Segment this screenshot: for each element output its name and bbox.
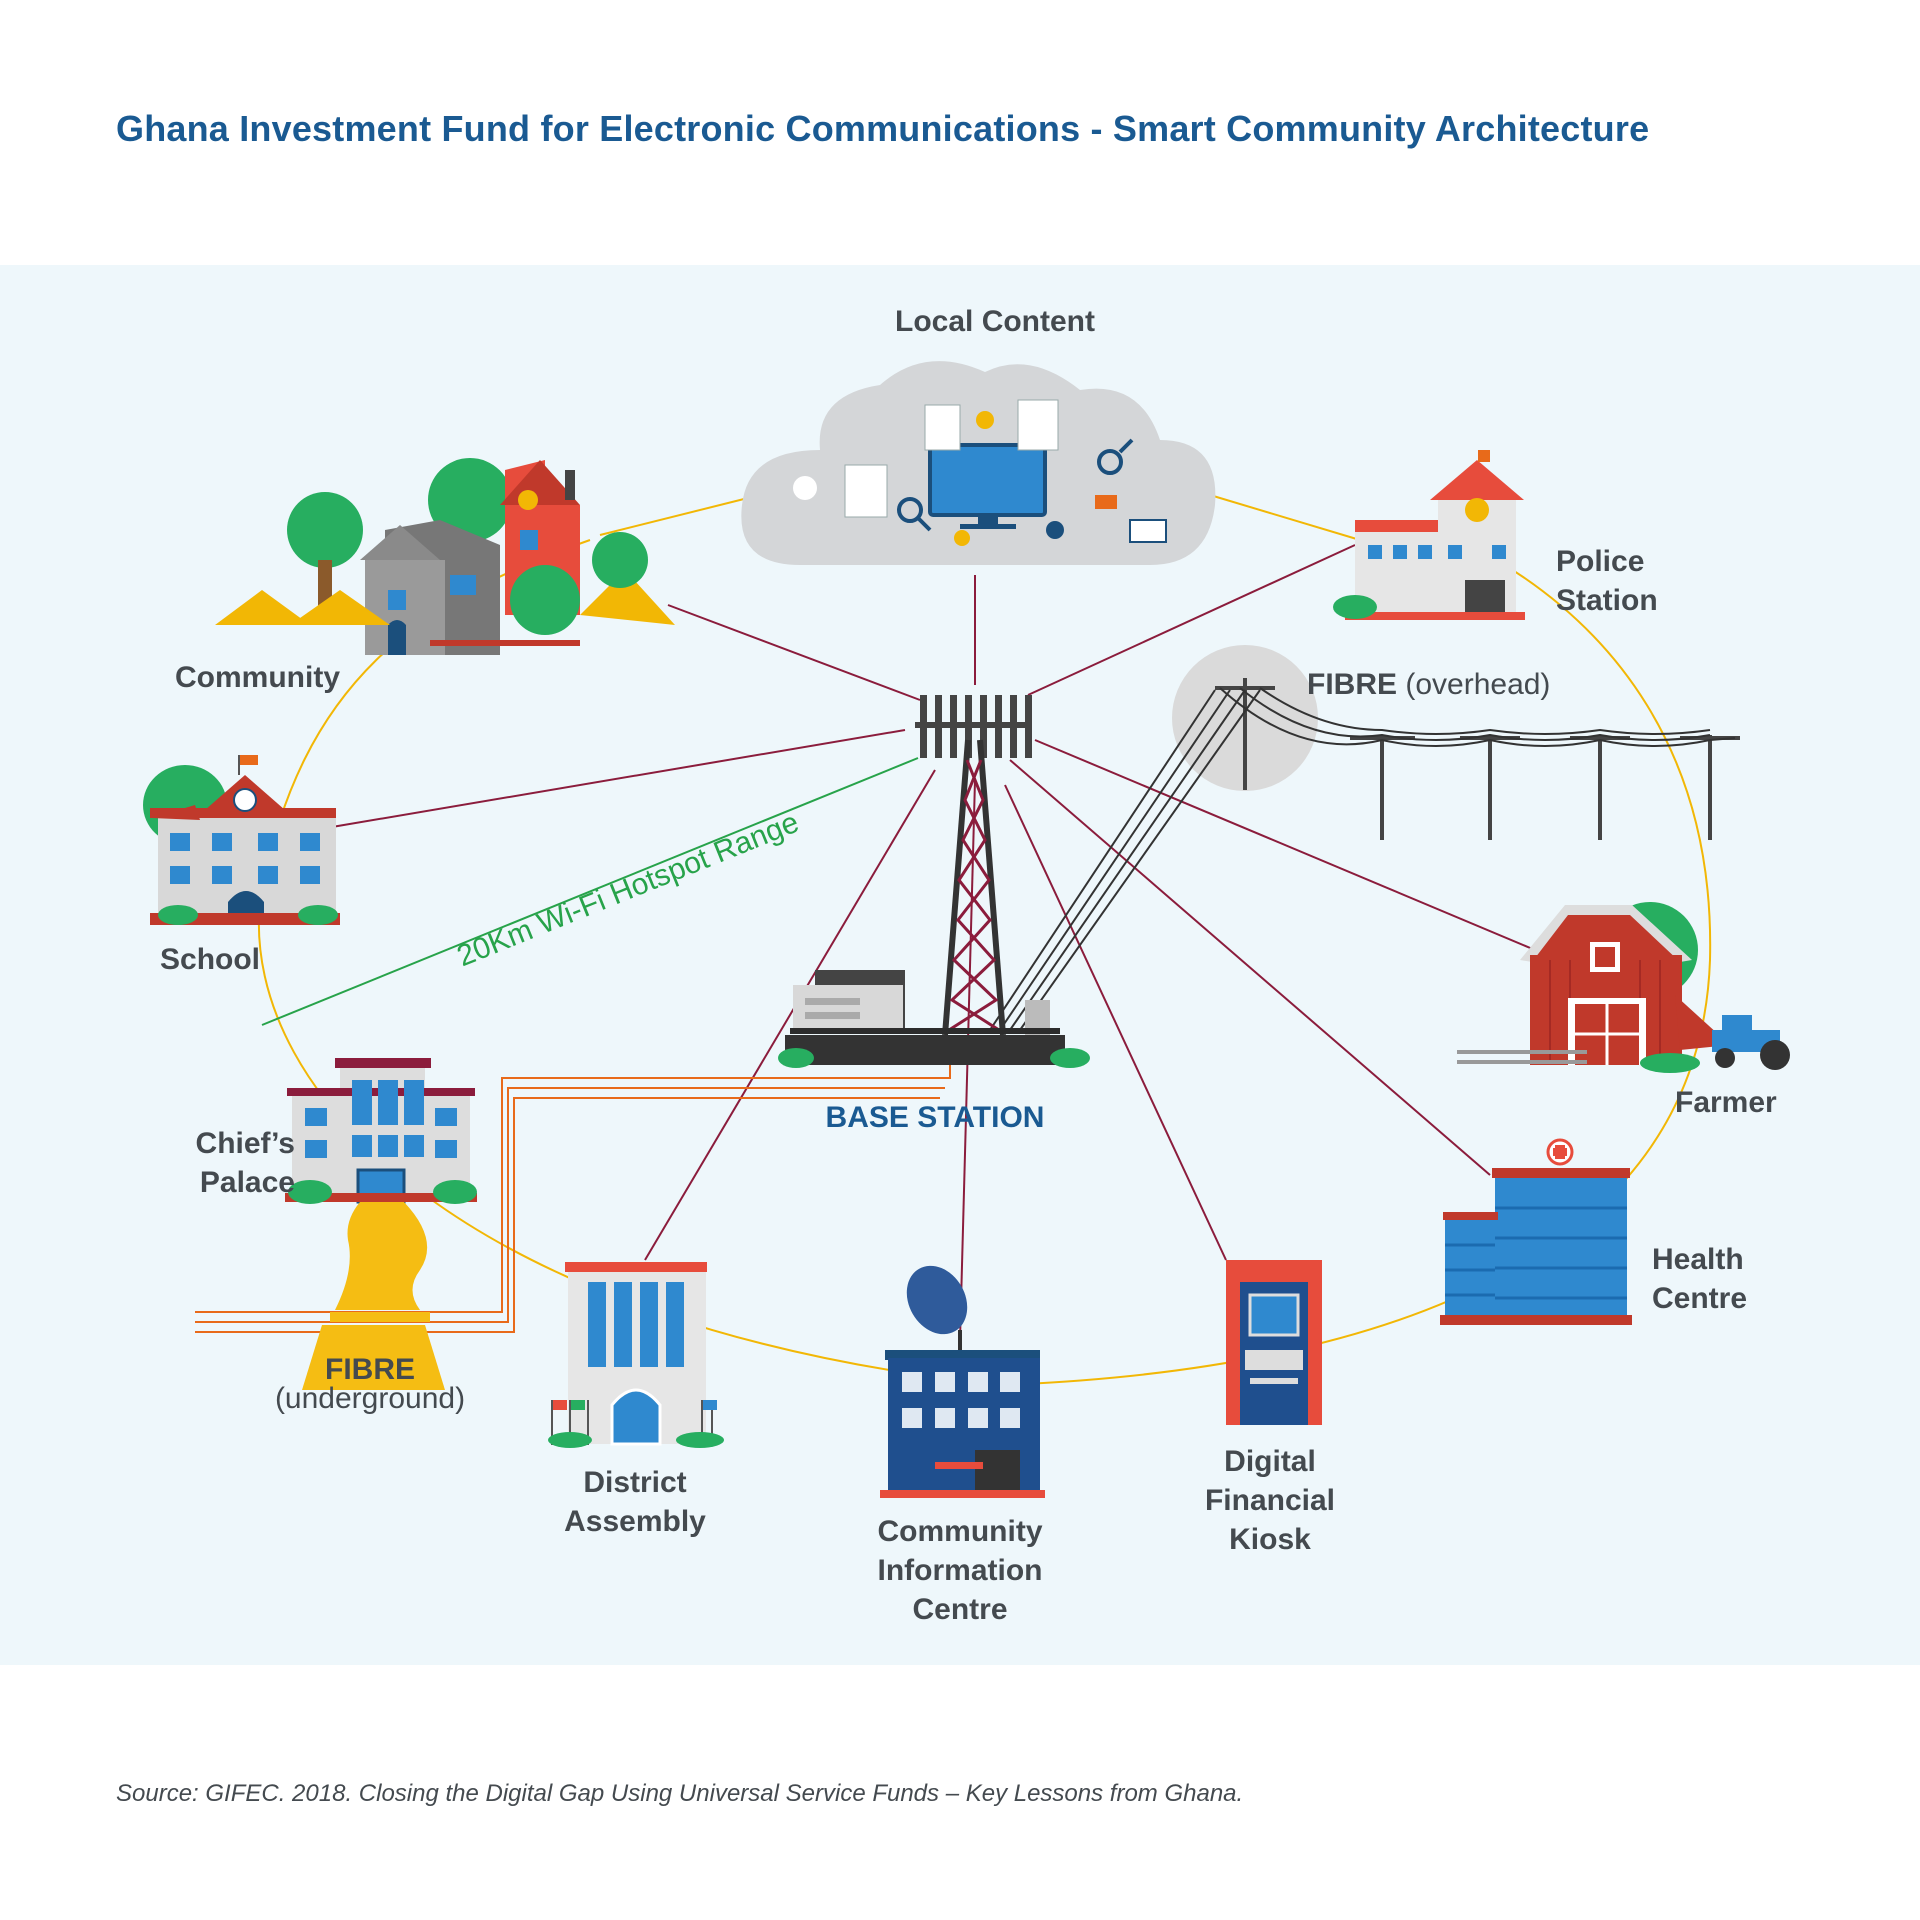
- label-chiefs-palace-line2: Palace: [199, 1166, 295, 1199]
- label-fibre-overhead-sub: (overhead): [1405, 668, 1551, 701]
- school-icon: [143, 755, 340, 925]
- label-district-assembly-line1: District: [583, 1466, 687, 1499]
- digital-financial-kiosk-icon: [1226, 1260, 1322, 1425]
- label-chiefs-palace-line1: Chief’s: [195, 1127, 295, 1160]
- label-police-station-line1: Police: [1556, 545, 1645, 578]
- label-kiosk-line3: Kiosk: [1229, 1523, 1311, 1556]
- fibre-underground-icon: [302, 1312, 445, 1390]
- police-station-icon: [1333, 450, 1525, 620]
- label-cic-line2: Information: [877, 1554, 1043, 1587]
- page-title: Ghana Investment Fund for Electronic Com…: [116, 108, 1650, 149]
- label-health-centre-line2: Centre: [1652, 1282, 1748, 1315]
- label-school: School: [160, 943, 261, 976]
- magnifier-icon: [1097, 449, 1123, 475]
- fibre-overhead-graphic: [989, 645, 1740, 1031]
- label-police-station: Police Station: [1556, 542, 1736, 620]
- wifi-range-line: [261, 757, 919, 1026]
- label-kiosk-line1: Digital: [1224, 1445, 1316, 1478]
- label-chiefs-palace: Chief’s Palace: [150, 1124, 295, 1202]
- label-fibre-overhead: FIBRE (overhead): [1307, 665, 1627, 704]
- source-citation: Source: GIFEC. 2018. Closing the Digital…: [116, 1780, 1244, 1807]
- community-icon: [215, 458, 675, 655]
- label-fibre-overhead-main: FIBRE: [1307, 668, 1397, 701]
- label-fibre-underground-main: FIBRE: [325, 1353, 415, 1386]
- label-base-station: BASE STATION: [825, 1101, 1045, 1134]
- document-icon: [844, 464, 888, 518]
- label-health-centre-line1: Health: [1652, 1243, 1744, 1276]
- cloud-icon: [741, 361, 1216, 565]
- district-assembly-icon: [548, 1262, 724, 1448]
- label-district-assembly-line2: Assembly: [564, 1505, 706, 1538]
- health-centre-icon: [1440, 1138, 1632, 1325]
- label-cic-line3: Centre: [912, 1593, 1008, 1626]
- label-digital-financial-kiosk: Digital Financial Kiosk: [1160, 1442, 1380, 1559]
- label-community-information-centre: Community Information Centre: [840, 1512, 1080, 1629]
- label-kiosk-line2: Financial: [1204, 1484, 1336, 1517]
- megaphone-icon: [1095, 495, 1117, 509]
- label-district-assembly: District Assembly: [520, 1463, 750, 1541]
- community-information-centre-icon: [880, 1265, 1045, 1498]
- gear-icon: [1046, 521, 1064, 539]
- monitor-icon: [928, 443, 1047, 517]
- label-cic-line1: Community: [877, 1515, 1043, 1548]
- chiefs-palace-icon: [285, 1058, 477, 1310]
- label-farmer: Farmer: [1675, 1086, 1777, 1119]
- label-health-centre: Health Centre: [1652, 1240, 1832, 1318]
- label-police-station-line2: Station: [1556, 584, 1658, 617]
- label-fibre-underground: FIBRE (underground): [240, 1350, 500, 1418]
- label-community: Community: [175, 661, 340, 694]
- label-local-content: Local Content: [895, 305, 1095, 338]
- farmer-icon: [1457, 902, 1790, 1073]
- label-fibre-underground-sub: (underground): [274, 1382, 466, 1415]
- base-station-tower-icon: [778, 695, 1090, 1068]
